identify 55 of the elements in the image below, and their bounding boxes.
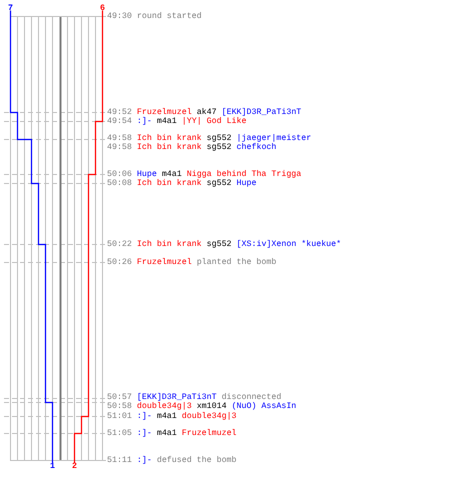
player-name: Fruzelmuzel — [136, 108, 192, 117]
player-name: |YY| God Like — [182, 117, 246, 126]
weapon-name: m4a1 — [156, 412, 177, 421]
event-text: planted the bomb — [196, 258, 276, 267]
player-name: Ich bin krank — [136, 143, 202, 152]
weapon-name: m4a1 — [156, 117, 177, 126]
player-name: Ich bin krank — [136, 179, 202, 188]
weapon-name: sg552 — [206, 240, 232, 249]
player-name: :]- — [136, 412, 152, 421]
player-count: 7 — [8, 4, 13, 13]
player-name: :]- — [136, 117, 152, 126]
weapon-name: m4a1 — [162, 170, 182, 179]
player-name: (NuO) AssAsIn — [232, 402, 296, 411]
timestamp: 50:26 — [107, 258, 132, 267]
timestamp: 51:05 — [107, 429, 132, 438]
player-name: [EKK]D3R_PaTi3nT — [222, 108, 302, 117]
player-name: Fruzelmuzel — [136, 258, 192, 267]
weapon-name: m4a1 — [156, 429, 177, 438]
timestamp: 50:08 — [107, 179, 132, 188]
timestamp: 49:52 — [107, 108, 132, 117]
player-name: [XS:iv]Xenon *kuekue* — [236, 240, 342, 249]
timestamp: 50:57 — [107, 393, 132, 402]
player-name: :]- — [136, 456, 152, 465]
player-name: double34g|3 — [136, 402, 192, 411]
timestamp: 50:06 — [107, 170, 132, 179]
timestamp: 49:54 — [107, 117, 132, 126]
player-count: 6 — [100, 4, 105, 13]
player-name: Hupe — [236, 179, 256, 188]
player-name: Fruzelmuzel — [182, 429, 237, 438]
player-name: Ich bin krank — [136, 240, 202, 249]
player-count: 2 — [72, 462, 77, 471]
timestamp: 49:30 — [107, 12, 132, 21]
player-name: :]- — [136, 429, 152, 438]
timestamp: 49:58 — [107, 143, 132, 152]
timestamp: 50:58 — [107, 402, 132, 411]
player-name: chefkoch — [236, 143, 276, 152]
player-count: 1 — [50, 462, 55, 471]
timestamp: 51:11 — [107, 456, 132, 465]
weapon-name: sg552 — [206, 134, 232, 143]
player-name: Ich bin krank — [136, 134, 202, 143]
weapon-name: sg552 — [206, 179, 232, 188]
timestamp: 51:01 — [107, 412, 132, 421]
timestamp: 50:22 — [107, 240, 132, 249]
event-text: disconnected — [222, 393, 282, 402]
event-text: defused the bomb — [156, 456, 237, 465]
player-name: double34g|3 — [182, 412, 237, 421]
player-name: Nigga behind Tha Trigga — [186, 170, 302, 179]
player-name: [EKK]D3R_PaTi3nT — [136, 393, 217, 402]
player-name: Hupe — [136, 170, 157, 179]
player-name: |jaeger|meister — [236, 134, 312, 143]
weapon-name: xm1014 — [196, 402, 227, 411]
weapon-name: ak47 — [196, 108, 217, 117]
weapon-name: sg552 — [206, 143, 232, 152]
event-text: round started — [136, 12, 202, 21]
timestamp: 49:58 — [107, 134, 132, 143]
